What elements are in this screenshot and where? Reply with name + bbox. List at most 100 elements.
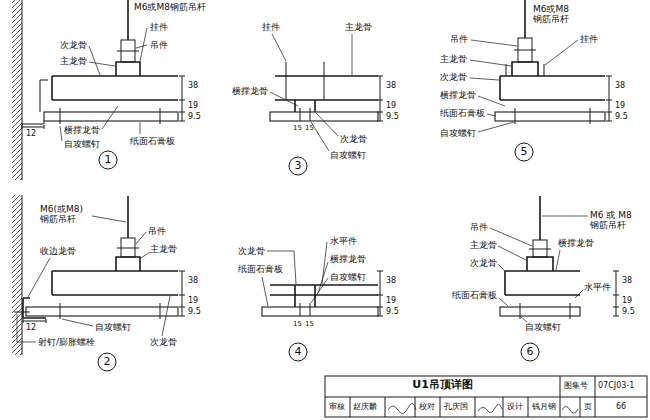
detail-two-stroke [92, 216, 126, 222]
detail-six-stroke [498, 246, 526, 260]
part-label: 19 [386, 296, 396, 305]
detail-one-stroke [140, 28, 147, 61]
detail-six-stroke [575, 290, 583, 298]
detail-five-stroke [500, 76, 605, 100]
detail-five-stroke [478, 96, 505, 106]
title-block-stroke [388, 403, 416, 413]
detail-three-stroke [270, 112, 378, 121]
detail-one-stroke [102, 106, 118, 129]
detail-five-stroke [487, 114, 496, 116]
part-label: 19 [615, 101, 625, 110]
detail-five-stroke [512, 62, 538, 76]
part-label: 自攻螺钉 [95, 322, 131, 332]
detail-one-stroke [52, 76, 178, 100]
part-label: 19 [386, 101, 396, 110]
detail-two-stroke [117, 248, 139, 249]
detail-five-stroke [471, 40, 517, 46]
detail-one-stroke [12, 0, 22, 180]
part-label: 07CJ03-1 [598, 381, 634, 390]
circle-outline-shape [289, 343, 307, 361]
part-label: 38 [188, 276, 198, 285]
detail-two-stroke [14, 312, 30, 313]
part-label: 主龙骨 [150, 244, 177, 254]
detail-six-stroke [527, 257, 553, 271]
part-label: 吊件 [148, 226, 166, 236]
part-label: 次龙骨 [60, 40, 87, 50]
detail-one-stroke [60, 108, 160, 124]
detail-five-stroke [506, 64, 544, 76]
detail-three-stroke [377, 76, 383, 121]
circle-outline-shape [289, 157, 307, 175]
part-label: 主龙骨 [440, 54, 467, 64]
detail-three-stroke [286, 62, 324, 100]
part-label: 15 [305, 124, 314, 132]
part-label: 自攻螺钉 [64, 139, 100, 149]
detail-four-stroke [377, 271, 383, 316]
detail-six-stroke [542, 216, 588, 217]
callout-number: 2 [104, 356, 111, 368]
part-label: 挂件 [580, 34, 598, 44]
part-label: 15 [293, 320, 302, 328]
part-label: 收边龙骨 [40, 246, 76, 256]
part-label: 9.5 [188, 112, 201, 121]
part-label: 次龙骨 [440, 72, 467, 82]
drawing-title: U1吊顶详图 [412, 379, 473, 392]
detail-one [12, 0, 185, 180]
detail-five-stroke [514, 50, 536, 51]
detail-six-stroke [529, 249, 551, 250]
part-label: 横撑龙骨 [232, 86, 268, 96]
detail-two-stroke [22, 195, 23, 355]
detail-two [12, 195, 185, 355]
part-label: 孔庆国 [444, 402, 468, 411]
part-label: 射钉/膨胀螺栓 [38, 337, 95, 347]
detail-number-circle: 1 [98, 150, 118, 170]
detail-five-stroke [478, 122, 514, 132]
part-label: 主龙骨 [345, 22, 372, 32]
part-label: 次龙骨 [340, 134, 367, 144]
detail-two-stroke [52, 271, 178, 295]
detail-one-stroke [22, 0, 23, 180]
part-label: M6或M8钢筋吊杆 [134, 2, 206, 12]
detail-six-stroke [539, 196, 541, 240]
detail-five-stroke [495, 112, 605, 121]
part-label: 图集号 [564, 381, 588, 390]
detail-three-stroke [275, 76, 378, 100]
detail-two-stroke [23, 319, 46, 323]
part-label: 校对 [419, 402, 435, 411]
detail-five-stroke [524, 0, 526, 38]
detail-four-stroke [300, 303, 310, 316]
part-label: M6或M8 钢筋吊杆 [533, 4, 583, 25]
circle-outline-shape [515, 143, 533, 161]
part-label: 赵庆麟 [353, 402, 377, 411]
detail-four-stroke [262, 277, 268, 306]
title-block [325, 376, 647, 417]
detail-two-stroke [179, 271, 185, 316]
detail-six-stroke [556, 250, 560, 270]
circle-outline-shape [98, 353, 116, 371]
detail-one-stroke [116, 62, 140, 76]
title-block-stroke [325, 376, 647, 417]
detail-six-stroke [499, 298, 508, 306]
part-label: M6 或 M8 钢筋吊杆 [590, 210, 642, 231]
detail-number-circle: 2 [97, 352, 117, 372]
part-label: 吊件 [470, 222, 488, 232]
part-label: 9.5 [615, 112, 628, 121]
part-label: 12 [26, 323, 36, 332]
detail-two-stroke [17, 314, 36, 342]
detail-three-stroke [316, 113, 338, 136]
part-label: 次龙骨 [470, 258, 497, 268]
part-label: 横撑龙骨 [330, 254, 366, 264]
detail-one-stroke [179, 76, 185, 121]
part-label: 设计 [507, 402, 523, 411]
callout-number: 5 [521, 146, 528, 158]
detail-two-stroke [136, 232, 146, 244]
detail-four-stroke [270, 294, 378, 296]
part-label: 19 [188, 101, 198, 110]
part-label: 吊件 [450, 34, 468, 44]
part-label: 审核 [329, 402, 345, 411]
part-label: 19 [622, 296, 632, 305]
part-label: 横撑龙骨 [558, 238, 594, 248]
detail-six-stroke [500, 307, 580, 316]
title-block-stroke [478, 404, 502, 412]
